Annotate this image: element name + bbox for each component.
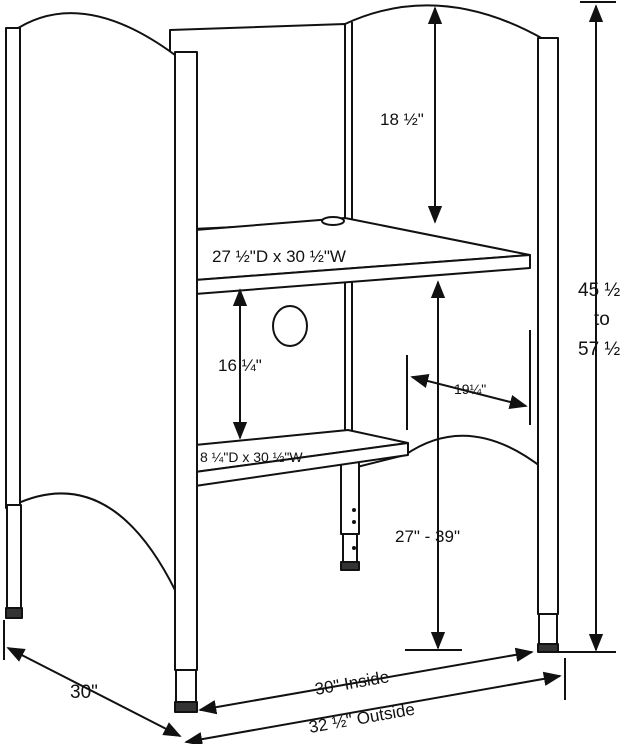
keyboard-shelf-leg — [340, 461, 360, 535]
overall-height-label-2: to — [594, 309, 610, 330]
left-side-panel — [11, 12, 176, 591]
left-front-post — [174, 51, 198, 671]
right-front-foot — [538, 613, 558, 645]
cord-grommet — [321, 216, 345, 226]
keyboard-shelf-label: 8 ¼"D x 30 ½"W — [200, 449, 303, 465]
keyboard-width-label: 19¼" — [454, 381, 486, 397]
left-front-foot — [175, 669, 197, 703]
keyboard-width-dim — [410, 374, 528, 409]
left-rear-foot — [6, 504, 22, 610]
depth-dim — [6, 647, 182, 737]
overall-height-label-1: 45 ½ — [578, 280, 620, 301]
upper-clearance-label: 18 ½" — [380, 110, 424, 129]
top-shelf-label: 27 ½"D x 30 ½"W — [212, 247, 346, 266]
inside-width-label: 30" Inside — [313, 667, 390, 699]
overall-height-label-3: 57 ½ — [578, 339, 620, 360]
outside-width-dim — [184, 671, 562, 747]
outside-width-label: 32 ½" Outside — [307, 700, 416, 737]
left-rear-post — [5, 27, 21, 509]
cable-port — [272, 305, 308, 347]
mid-clearance-label: 16 ¼" — [218, 356, 262, 375]
right-front-post — [537, 37, 559, 615]
desk-height-label: 27" - 39" — [395, 527, 460, 546]
depth-label: 30" — [70, 682, 98, 703]
